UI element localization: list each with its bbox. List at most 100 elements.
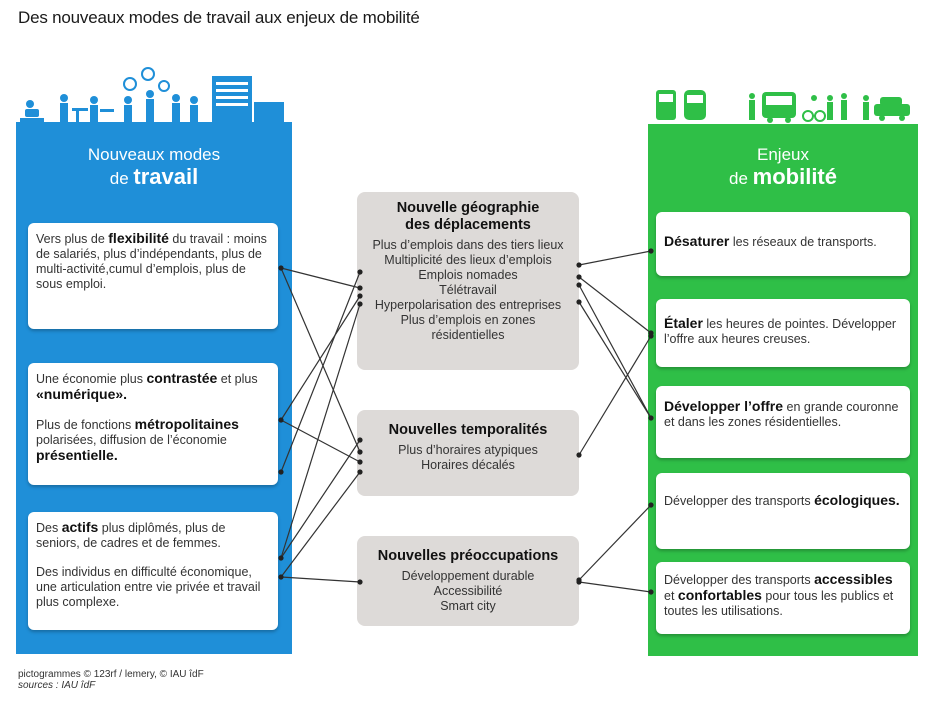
right-card-accessibles: Développer des transports accessibles et… [656,562,910,634]
tram-icon [656,90,676,120]
car-icon [863,95,910,121]
middle-title-line: Nouvelle géographie [396,200,540,216]
right-card-text: Développer l’offre en grande couronne et… [664,399,902,430]
left-panel-heading: Nouveaux modes de travail [16,126,292,190]
right-heading-prefix: de [729,169,748,188]
middle-item: Développement durable [401,569,535,583]
body-text: Développer des transports [664,494,815,508]
body-text: les heures de pointes. Développer l’offr… [664,317,897,346]
connector-line [280,471,361,578]
middle-item: Plus d’emplois dans des tiers lieux [372,238,564,252]
left-card-text: Plus de fonctions métropolitaines polari… [36,417,270,464]
people-meeting-icon [124,90,198,122]
person-reading-icon [20,100,44,122]
left-heading-line1: Nouveaux modes [87,145,221,164]
middle-item: Multiplicité des lieux d’emplois [384,253,552,267]
middle-item: Télétravail [439,283,497,297]
emphasis-text: accessibles [814,571,893,587]
connector-line [578,250,652,266]
connector-line [280,267,361,289]
credits: pictogrammes © 123rf / lemery, © IAU îdF… [18,669,204,691]
middle-item: Plus d’horaires atypiques [398,443,538,457]
cyclist-icon [802,95,826,122]
train-icon [684,90,706,120]
right-heading-bold: mobilité [752,164,837,189]
body-text: polarisées, diffusion de l’économie [36,433,227,447]
emphasis-text: «numérique». [36,386,128,402]
connector-line [578,276,652,334]
clock-icon [123,67,170,92]
connector-line [280,576,361,583]
emphasis-text: Étaler [664,315,703,331]
body-text: Des individus en difficulté économique, … [36,565,261,609]
middle-box-title: Nouvelles temporalités [388,422,548,438]
body-text: les réseaux de transports. [729,235,877,249]
left-card-text: Une économie plus contrastée et plus «nu… [36,371,270,403]
middle-item: Plus d’emplois en zones [400,313,536,327]
connector-line [280,295,361,421]
right-card-text: Développer des transports accessibles et… [664,572,902,619]
body-text: Des [36,521,62,535]
left-card-text: Des actifs plus diplômés, plus de senior… [36,520,270,551]
right-card-text: Développer des transports écologiques. [664,493,902,509]
middle-item: résidentielles [431,328,505,342]
body-text: plus diplômés, plus de seniors, de cadre… [36,521,226,550]
left-heading-bold: travail [133,164,199,189]
middle-box-preoccupations: Nouvelles préoccupations Développement d… [357,536,579,626]
person-desk-icon [60,94,114,122]
body-text: Développer des transports [664,573,815,587]
left-card-flexibilite: Vers plus de flexibilité du travail : mo… [28,223,278,329]
emphasis-text: contrastée [146,370,218,386]
credits-pictogrammes: pictogrammes © 123rf / lemery, © IAU îdF [18,669,204,680]
left-card-text: Des individus en difficulté économique, … [36,565,270,610]
right-panel-enjeux-de-mobilite: Enjeux de mobilité Désaturer les réseaux… [648,126,918,656]
left-card-economie: Une économie plus contrastée et plus «nu… [28,363,278,485]
connector-line [578,301,652,419]
connector-line [578,504,652,581]
body-text: Vers plus de [36,232,109,246]
middle-box-title: Nouvelle géographie des déplacements [363,200,573,234]
page-title: Des nouveaux modes de travail aux enjeux… [18,8,420,27]
right-heading-line1: Enjeux [757,145,809,164]
work-pictograms [16,67,292,126]
connector-line [280,267,361,453]
right-card-etaler: Étaler les heures de pointes. Développer… [656,299,910,367]
middle-box-title: Nouvelles préoccupations [377,548,559,564]
emphasis-text: métropolitaines [134,416,239,432]
right-card-ecologiques: Développer des transports écologiques. [656,473,910,549]
middle-item: Horaires décalés [421,458,515,472]
middle-item: Smart city [440,599,496,613]
right-card-developper-offre: Développer l’offre en grande couronne et… [656,386,910,458]
middle-item: Hyperpolarisation des entreprises [374,298,562,312]
credits-sources: sources : IAU îdF [18,680,96,691]
left-card-text: Vers plus de flexibilité du travail : mo… [36,231,270,292]
emphasis-text: Désaturer [664,233,730,249]
pedestrian-icon [749,93,847,120]
connector-line [280,303,361,559]
right-card-text: Désaturer les réseaux de transports. [664,234,902,250]
middle-title-line: des déplacements [405,217,531,233]
connector-line [280,419,361,463]
connector-line [578,581,652,593]
body-text: du travail : moins de salariés, plus d’i… [36,232,267,291]
emphasis-text: présentielle. [36,447,118,463]
right-card-desaturer: Désaturer les réseaux de transports. [656,212,910,276]
emphasis-text: Développer l’offre [664,398,784,414]
right-card-text: Étaler les heures de pointes. Développer… [664,316,902,347]
office-building-icon [16,76,292,126]
middle-item: Emplois nomades [418,268,518,282]
emphasis-text: écologiques. [814,492,900,508]
right-panel-heading: Enjeux de mobilité [648,126,918,190]
emphasis-text: actifs [61,519,99,535]
left-card-actifs: Des actifs plus diplômés, plus de senior… [28,512,278,630]
emphasis-text: flexibilité [108,230,169,246]
body-text: et plus [217,372,258,386]
body-text: Plus de fonctions [36,418,135,432]
body-text: en grande couronne et dans les zones rés… [664,400,899,429]
emphasis-text: confortables [677,587,762,603]
body-text: Une économie plus [36,372,147,386]
middle-box-geographie: Nouvelle géographie des déplacements Plu… [357,192,579,370]
middle-box-temporalites: Nouvelles temporalités Plus d’horaires a… [357,410,579,496]
connector-line [280,271,361,473]
